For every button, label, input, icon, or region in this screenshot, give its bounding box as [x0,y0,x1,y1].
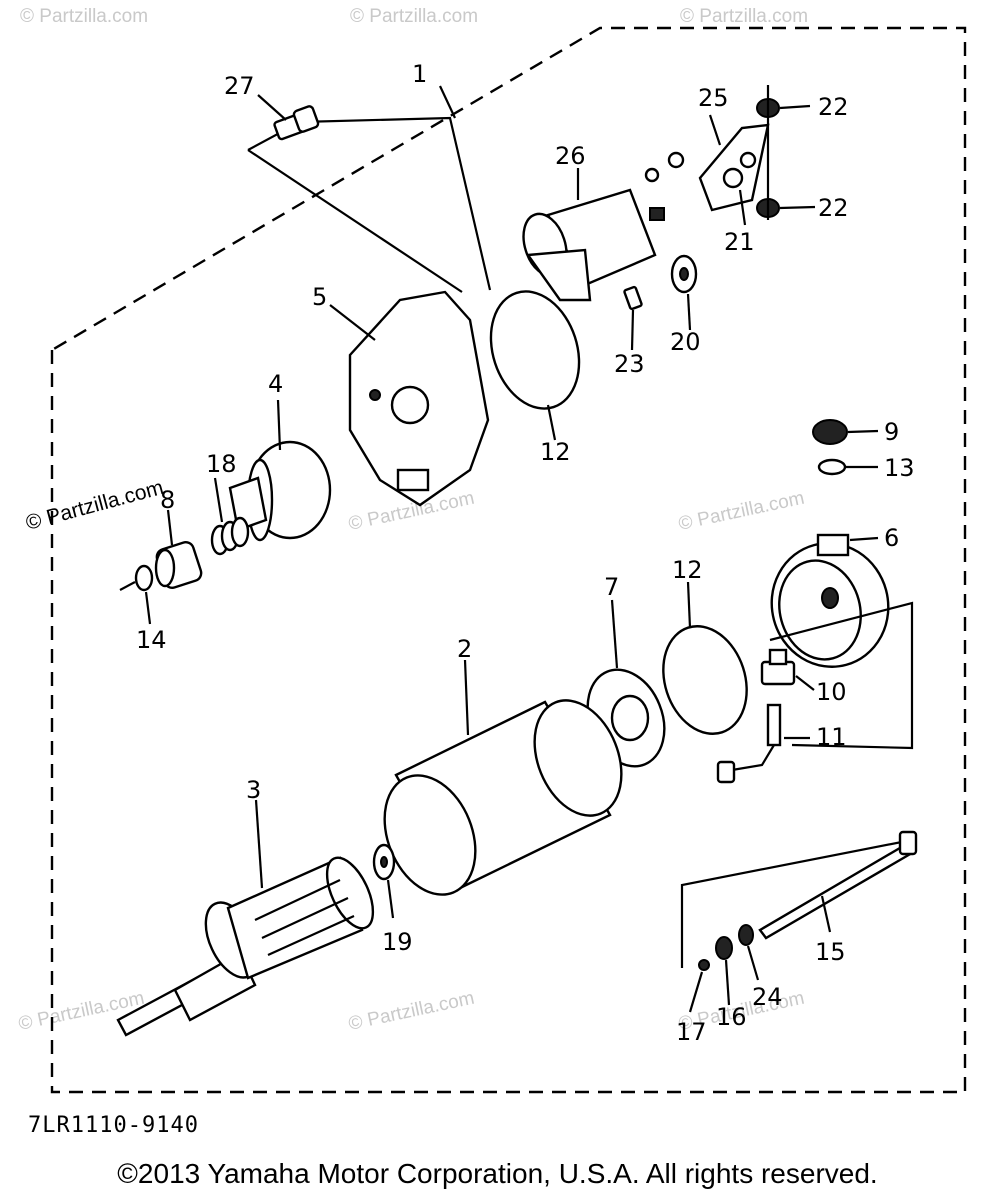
washer [667,151,685,169]
callout-15: 15 [815,938,846,966]
leader-3 [254,799,264,889]
leader-24 [746,945,760,981]
callout-17: 17 [676,1018,707,1046]
solenoid-26 [522,188,665,302]
o-ring-13 [817,458,847,476]
nut-24 [738,924,754,946]
callout-8: 8 [160,486,175,514]
washer-17 [698,959,710,971]
leader-4 [276,399,282,451]
o-ring-12-lower [662,625,748,735]
terminal-plate-25 [698,123,770,212]
washer-20-hole [679,267,689,281]
leader-19 [386,879,395,919]
callout-3: 3 [246,776,261,804]
washer [644,167,660,183]
spring-18 [210,516,250,556]
watermark: © Partzilla.com [347,988,477,1035]
leader-12-upper [546,404,557,441]
callout-27: 27 [224,72,255,100]
leader-23 [630,309,635,351]
callout-4: 4 [268,370,283,398]
leader-10 [795,675,815,691]
through-bolt-15 [758,830,918,940]
front-housing-5 [348,290,490,507]
callout-14: 14 [136,626,167,654]
callout-5: 5 [312,283,327,311]
leader-5 [329,304,376,341]
leader-16 [724,959,731,1006]
bracket-15 [680,838,913,968]
bolt-27 [273,105,320,141]
leader-20 [686,293,692,331]
screw-23 [623,285,643,311]
watermark: © Partzilla.com [20,6,148,27]
leader-6 [849,536,879,542]
leader-15 [820,895,832,933]
callout-20: 20 [670,328,701,356]
reference-code: 7LR1110-9140 [28,1113,199,1138]
callout-11: 11 [816,723,847,751]
leader-18 [213,477,224,523]
item-1-bracket [247,85,492,293]
callout-9: 9 [884,418,899,446]
o-ring-12-upper [489,290,581,410]
watermark: © Partzilla.com [677,488,807,535]
leader-14 [119,581,152,625]
assembly-boundary [50,26,967,1094]
callout-22-bottom: 22 [818,194,849,222]
leader-27 [257,94,287,121]
clip-14 [134,564,154,592]
watermark: © Partzilla.com [680,6,808,27]
callout-16: 16 [716,1003,747,1031]
callout-13: 13 [884,454,915,482]
yoke-2 [383,699,623,896]
leader-17 [688,971,704,1013]
bracket-10-11 [769,601,914,750]
washer-16 [715,936,733,960]
leader-22 [766,85,816,220]
armature-3 [116,856,375,1037]
leader-12-lower [686,581,692,629]
brush-11 [716,703,782,784]
callout-26: 26 [555,142,586,170]
washer-19-hole [380,856,388,868]
callout-24: 24 [752,983,783,1011]
callout-18: 18 [206,450,237,478]
watermark: © Partzilla.com [350,6,478,27]
callout-2: 2 [457,635,472,663]
callout-6: 6 [884,524,899,552]
callout-10: 10 [816,678,847,706]
watermark-dark: © Partzilla.com [23,476,166,535]
callout-21: 21 [724,228,755,256]
leader-7 [610,599,619,669]
callout-7: 7 [604,573,619,601]
copyright-notice: ©2013 Yamaha Motor Corporation, U.S.A. A… [117,1158,878,1189]
callout-12-upper: 12 [540,438,571,466]
callout-23: 23 [614,350,645,378]
cap-9 [812,419,848,445]
callout-19: 19 [382,928,413,956]
callouts: 1 2 3 4 5 6 7 8 9 10 11 12 12 13 14 15 1… [136,60,915,1046]
leader-25-21 [708,114,747,226]
leader-9 [847,429,879,434]
callout-12-lower: 12 [672,556,703,584]
rear-cover-6 [770,533,890,668]
leader-2 [463,659,470,736]
stop-collar-8 [154,540,203,590]
callout-22-top: 22 [818,93,849,121]
leader-8 [166,509,174,546]
brush-holder-10 [760,648,796,686]
callout-25: 25 [698,84,729,112]
callout-1: 1 [412,60,427,88]
